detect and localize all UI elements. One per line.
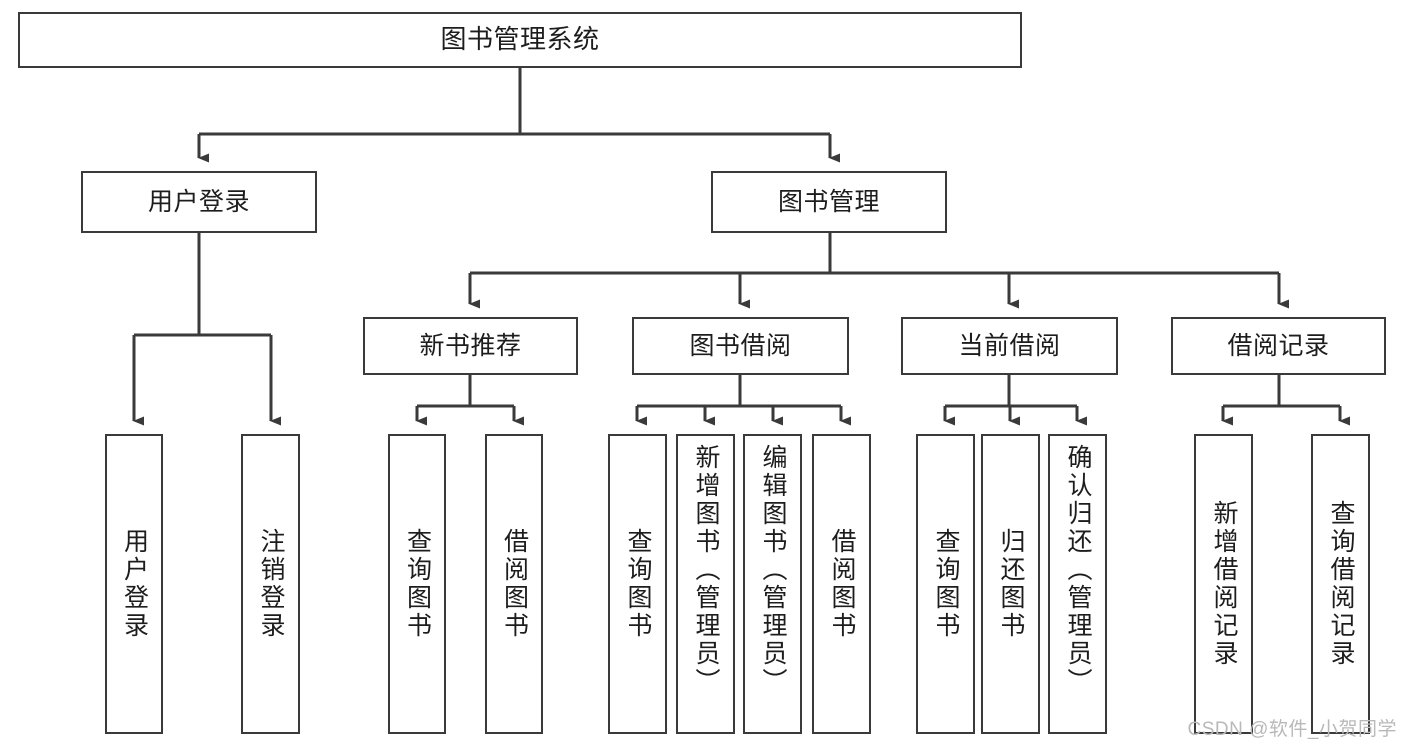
node-label: 图书管理系统 xyxy=(440,24,600,55)
node-borrow-record[interactable]: 借阅记录 xyxy=(1171,317,1386,375)
node-new-book-recommend[interactable]: 新书推荐 xyxy=(363,317,578,375)
leaf-borrow-record-add-record[interactable]: 新增借阅记录 xyxy=(1194,434,1253,734)
node-root-book-management-system[interactable]: 图书管理系统 xyxy=(18,12,1022,68)
node-label: 当前借阅 xyxy=(958,332,1061,360)
csdn-watermark: CSDN @软件_小贺同学 xyxy=(1187,719,1397,740)
node-label: 查询借阅记录 xyxy=(1327,500,1355,668)
leaf-current-borrow-confirm-return-admin[interactable]: 确认归还（管理员） xyxy=(1048,434,1107,734)
node-label: 图书借阅 xyxy=(689,332,792,360)
leaf-current-borrow-query-book[interactable]: 查询图书 xyxy=(916,434,975,734)
node-label: 借阅图书 xyxy=(500,528,529,640)
leaf-new-book-query-book[interactable]: 查询图书 xyxy=(388,434,446,734)
node-book-borrow[interactable]: 图书借阅 xyxy=(632,317,849,375)
node-label: 新增借阅记录 xyxy=(1210,500,1238,668)
node-label: 借阅图书 xyxy=(828,528,856,640)
leaf-new-book-borrow-book[interactable]: 借阅图书 xyxy=(485,434,543,734)
leaf-book-borrow-borrow-book[interactable]: 借阅图书 xyxy=(812,434,871,734)
leaf-book-borrow-query-book[interactable]: 查询图书 xyxy=(608,434,667,734)
leaf-book-borrow-add-book-admin[interactable]: 新增图书（管理员） xyxy=(676,434,735,734)
node-current-borrow[interactable]: 当前借阅 xyxy=(901,317,1118,375)
leaf-borrow-record-query-record[interactable]: 查询借阅记录 xyxy=(1311,434,1370,734)
node-book-management[interactable]: 图书管理 xyxy=(711,171,947,233)
node-label: 注销登录 xyxy=(257,528,285,640)
node-label: 用户登录 xyxy=(120,528,149,640)
node-label: 图书管理 xyxy=(777,188,880,216)
node-label: 归还图书 xyxy=(997,528,1025,640)
leaf-user-login-logout[interactable]: 注销登录 xyxy=(241,434,300,734)
node-label: 新增图书（管理员） xyxy=(692,444,720,696)
node-label: 编辑图书（管理员） xyxy=(759,444,787,696)
leaf-current-borrow-return-book[interactable]: 归还图书 xyxy=(981,434,1040,734)
node-label: 新书推荐 xyxy=(419,332,522,360)
node-label: 确认归还（管理员） xyxy=(1064,444,1092,696)
leaf-book-borrow-edit-book-admin[interactable]: 编辑图书（管理员） xyxy=(743,434,802,734)
node-label: 借阅记录 xyxy=(1227,332,1330,360)
node-label: 查询图书 xyxy=(624,528,652,640)
node-label: 用户登录 xyxy=(147,188,250,216)
node-label: 查询图书 xyxy=(932,528,960,640)
node-user-login[interactable]: 用户登录 xyxy=(81,171,317,233)
leaf-user-login-login[interactable]: 用户登录 xyxy=(105,434,163,734)
node-label: 查询图书 xyxy=(403,528,432,640)
